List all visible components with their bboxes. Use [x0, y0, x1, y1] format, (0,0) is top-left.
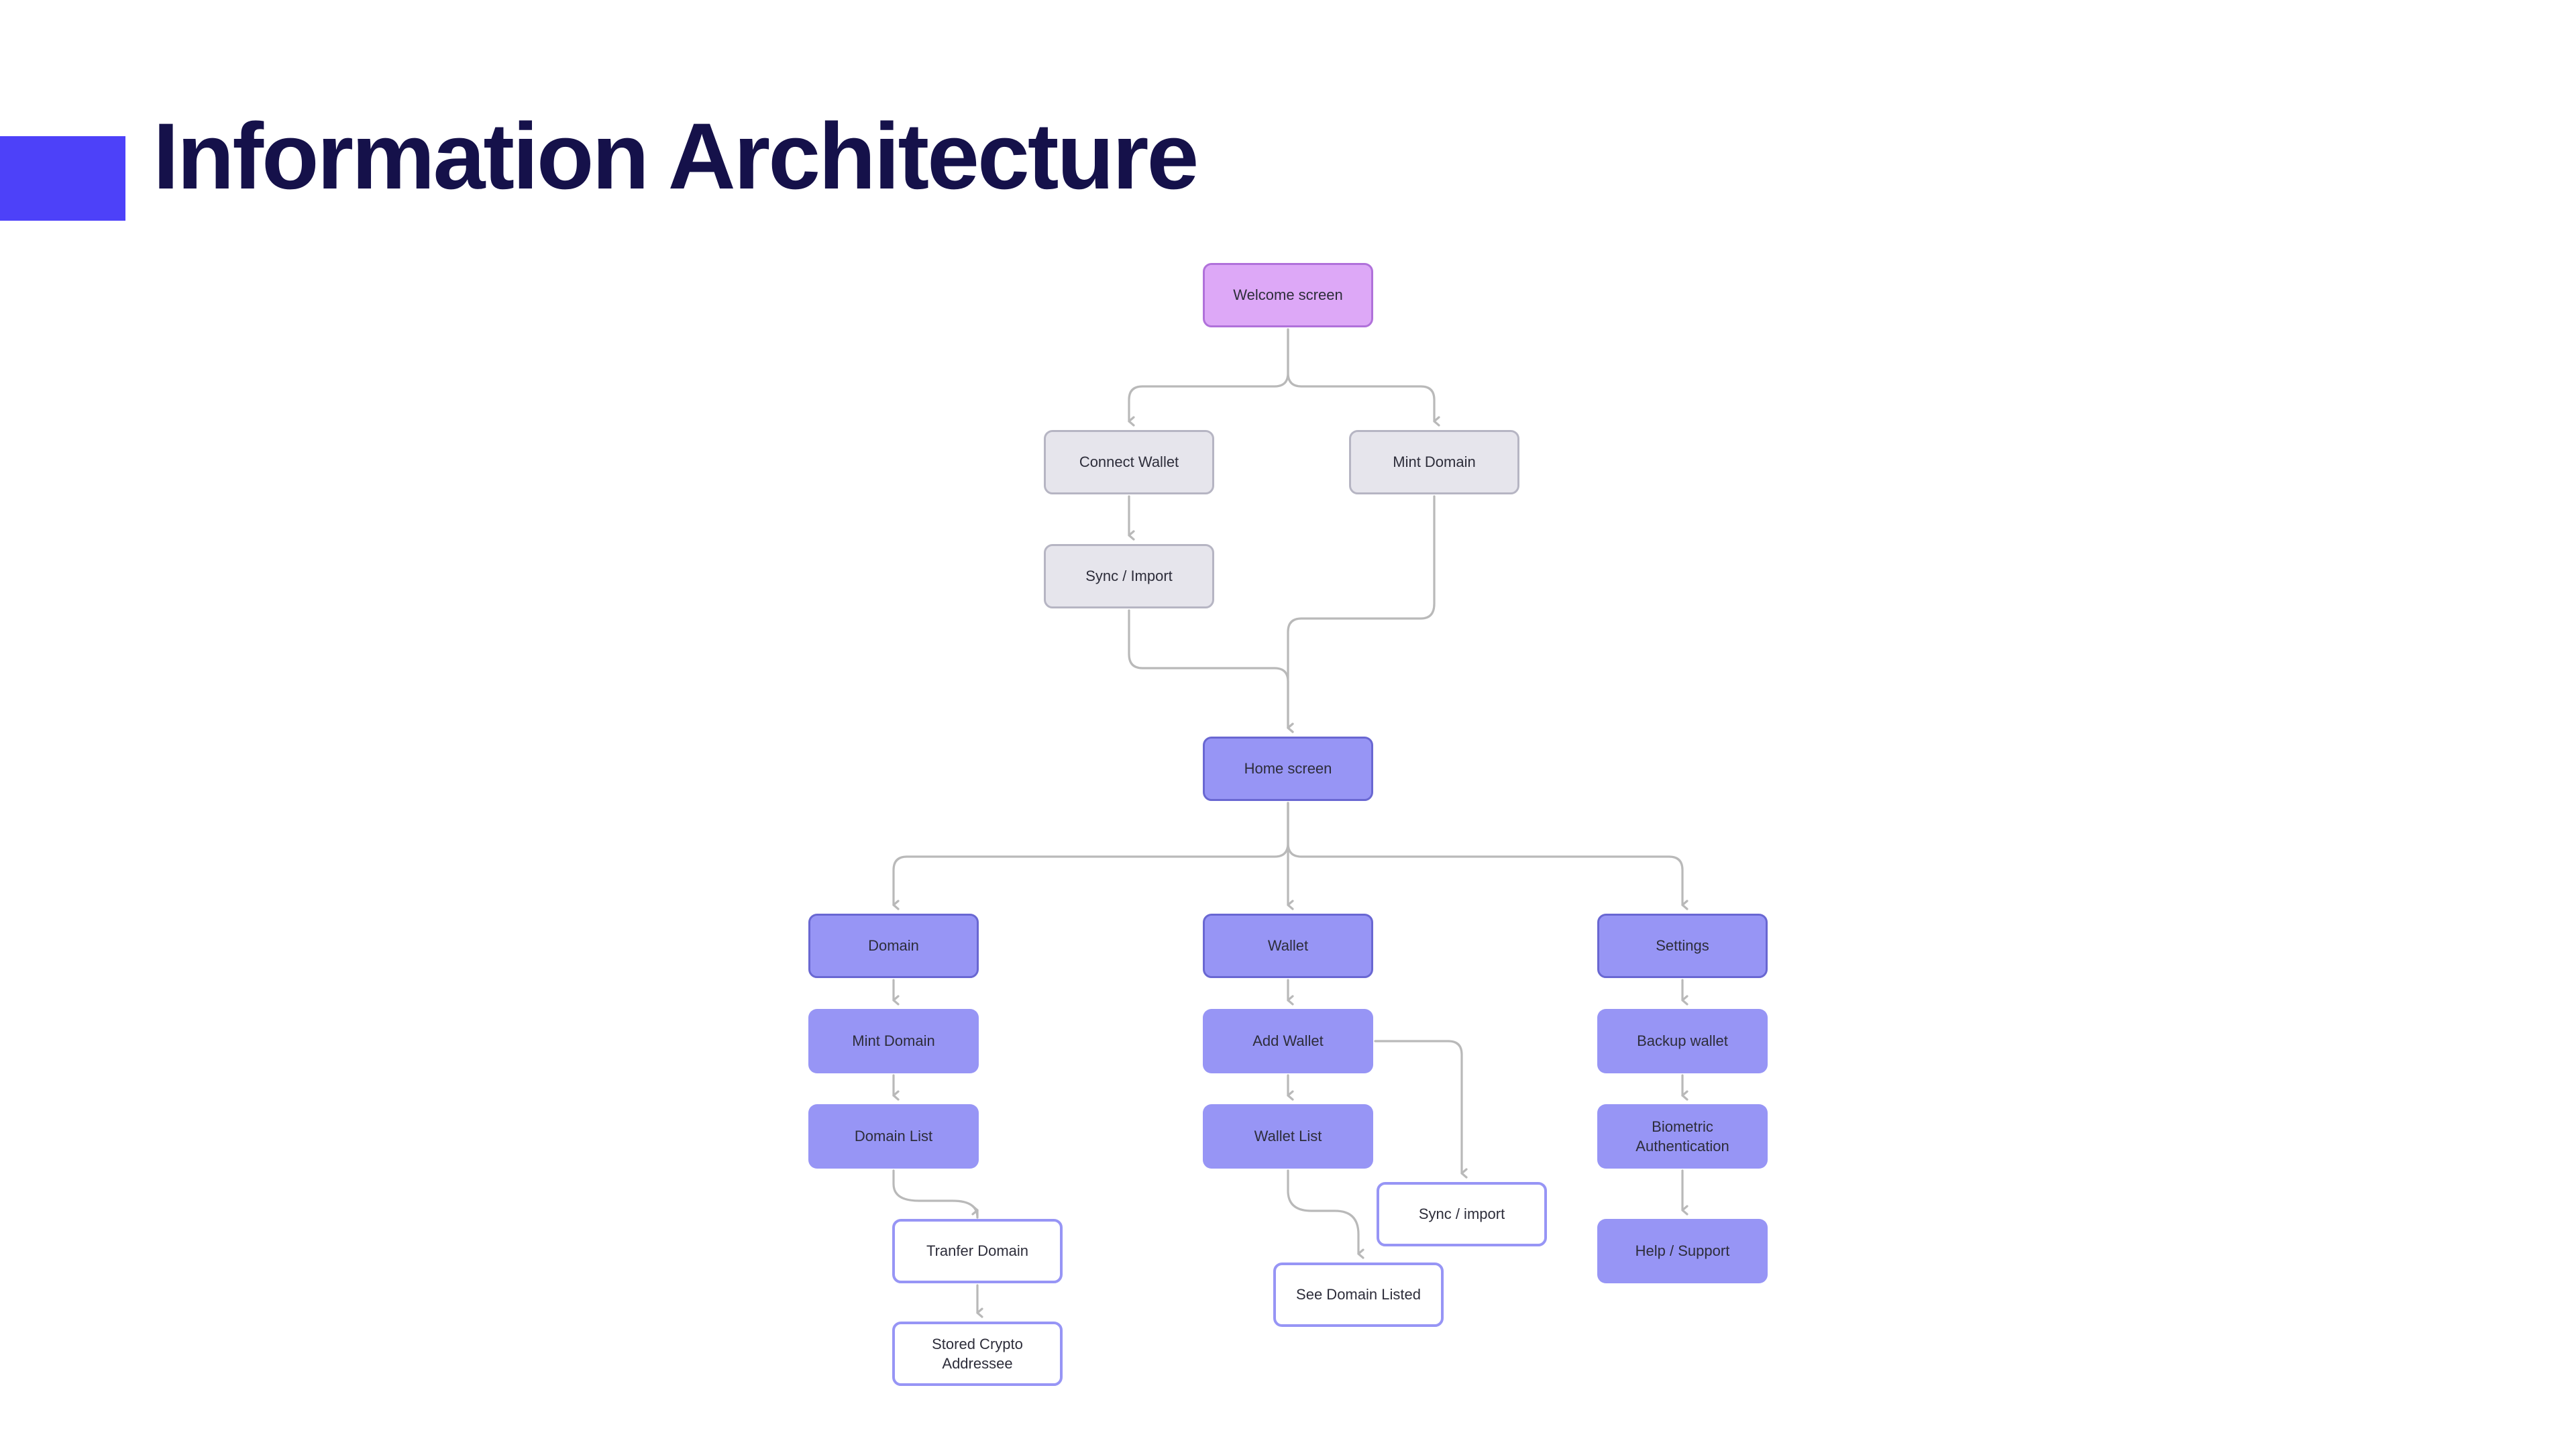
node-settings[interactable]: Settings: [1597, 914, 1768, 978]
node-label: Domain: [868, 937, 919, 955]
edge-domainlist-transfer: [892, 1169, 979, 1219]
node-stored-crypto-addressee[interactable]: Stored Crypto Addressee: [892, 1322, 1063, 1386]
node-label: Add Wallet: [1252, 1032, 1324, 1050]
node-domain[interactable]: Domain: [808, 914, 979, 978]
node-backup-wallet[interactable]: Backup wallet: [1597, 1009, 1768, 1073]
node-domain-list[interactable]: Domain List: [808, 1104, 979, 1169]
page-title: Information Architecture: [153, 103, 1199, 209]
edge-welcome-mint: [1287, 328, 1434, 421]
node-mint-domain[interactable]: Mint Domain: [808, 1009, 979, 1073]
node-sync-import-onboarding[interactable]: Sync / Import: [1044, 544, 1214, 608]
edge-home-domain: [892, 802, 1289, 905]
node-label: Home screen: [1244, 760, 1332, 777]
node-label: Tranfer Domain: [926, 1242, 1028, 1260]
node-add-wallet[interactable]: Add Wallet: [1203, 1009, 1373, 1073]
edge-walletlist-seedomain: [1287, 1169, 1358, 1254]
node-label: Mint Domain: [852, 1032, 935, 1050]
node-welcome-screen[interactable]: Welcome screen: [1203, 263, 1373, 327]
node-label: Stored Crypto Addressee: [932, 1335, 1023, 1372]
node-label: Sync / import: [1418, 1205, 1505, 1223]
node-sync-import[interactable]: Sync / import: [1377, 1182, 1547, 1246]
node-help-support[interactable]: Help / Support: [1597, 1219, 1768, 1283]
node-label: Welcome screen: [1233, 286, 1343, 304]
node-see-domain-listed[interactable]: See Domain Listed: [1273, 1263, 1444, 1327]
accent-block-icon: [0, 136, 125, 221]
node-transfer-domain[interactable]: Tranfer Domain: [892, 1219, 1063, 1283]
node-biometric-authentication[interactable]: Biometric Authentication: [1597, 1104, 1768, 1169]
node-label: Connect Wallet: [1079, 453, 1179, 471]
page-header: Information Architecture: [0, 0, 2576, 255]
node-label: Mint Domain: [1393, 453, 1476, 471]
node-label: See Domain Listed: [1296, 1286, 1421, 1303]
node-wallet[interactable]: Wallet: [1203, 914, 1373, 978]
edge-home-settings: [1287, 802, 1682, 905]
node-mint-domain-onboarding[interactable]: Mint Domain: [1349, 430, 1519, 494]
node-label: Settings: [1656, 937, 1709, 955]
edge-addwallet-syncimport: [1374, 1040, 1462, 1173]
edge-sync-home: [1128, 609, 1288, 728]
node-connect-wallet[interactable]: Connect Wallet: [1044, 430, 1214, 494]
node-wallet-list[interactable]: Wallet List: [1203, 1104, 1373, 1169]
node-label: Domain List: [854, 1128, 933, 1145]
node-label: Sync / Import: [1085, 568, 1173, 585]
node-label: Help / Support: [1635, 1242, 1730, 1260]
node-label: Biometric Authentication: [1635, 1118, 1729, 1155]
node-home-screen[interactable]: Home screen: [1203, 737, 1373, 801]
node-label: Backup wallet: [1637, 1032, 1728, 1050]
edge-mint-home: [1287, 495, 1436, 728]
edge-welcome-connect: [1128, 328, 1289, 421]
node-label: Wallet List: [1254, 1128, 1322, 1145]
node-label: Wallet: [1267, 937, 1309, 955]
